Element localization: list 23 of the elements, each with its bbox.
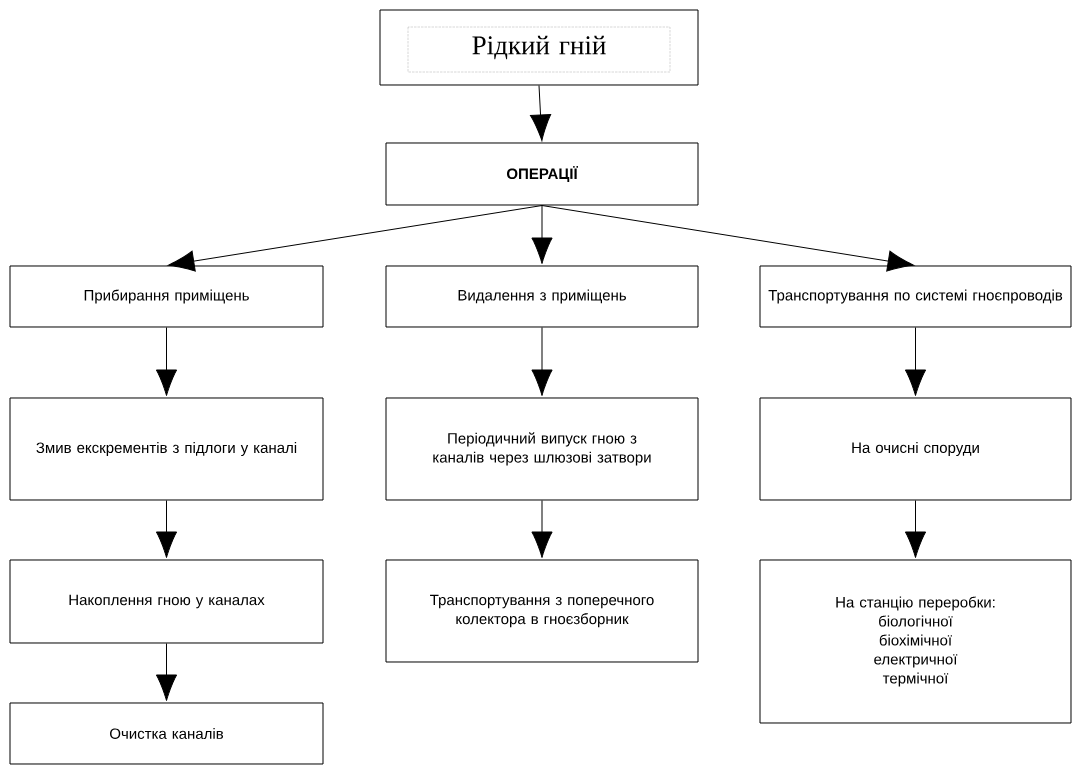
process-box: Накоплення гною у каналах xyxy=(9,559,324,644)
arrow xyxy=(155,643,178,701)
process-box: На очисні споруди xyxy=(759,397,1072,501)
arrow xyxy=(904,500,927,558)
arrow xyxy=(904,327,927,396)
title-box: Рідкий гній xyxy=(379,9,699,86)
arrow xyxy=(541,205,915,272)
arrow xyxy=(529,85,552,142)
process-box: Видалення з приміщень xyxy=(385,265,699,328)
process-box: Очистка каналів xyxy=(9,702,324,765)
process-box: Прибирання приміщень xyxy=(9,265,324,328)
arrow xyxy=(167,205,543,272)
arrow xyxy=(531,205,553,265)
process-box: Періодичний випуск гною з каналів через шлюзові затвори xyxy=(385,397,699,501)
process-box: Транспортування з поперечного колектора в гноєзборник xyxy=(385,559,699,663)
arrow xyxy=(531,327,553,396)
process-box: Змив екскрементів з підлоги у каналі xyxy=(9,397,324,501)
arrow xyxy=(155,327,178,396)
process-box: ОПЕРАЦІЇ xyxy=(385,142,699,206)
process-box: На станцію переробки: біологічної біохімічної електричної термічної xyxy=(759,559,1072,724)
arrow xyxy=(531,500,553,558)
arrow xyxy=(155,500,178,558)
process-box: Транспортування по системі гноєпроводів xyxy=(759,265,1072,328)
